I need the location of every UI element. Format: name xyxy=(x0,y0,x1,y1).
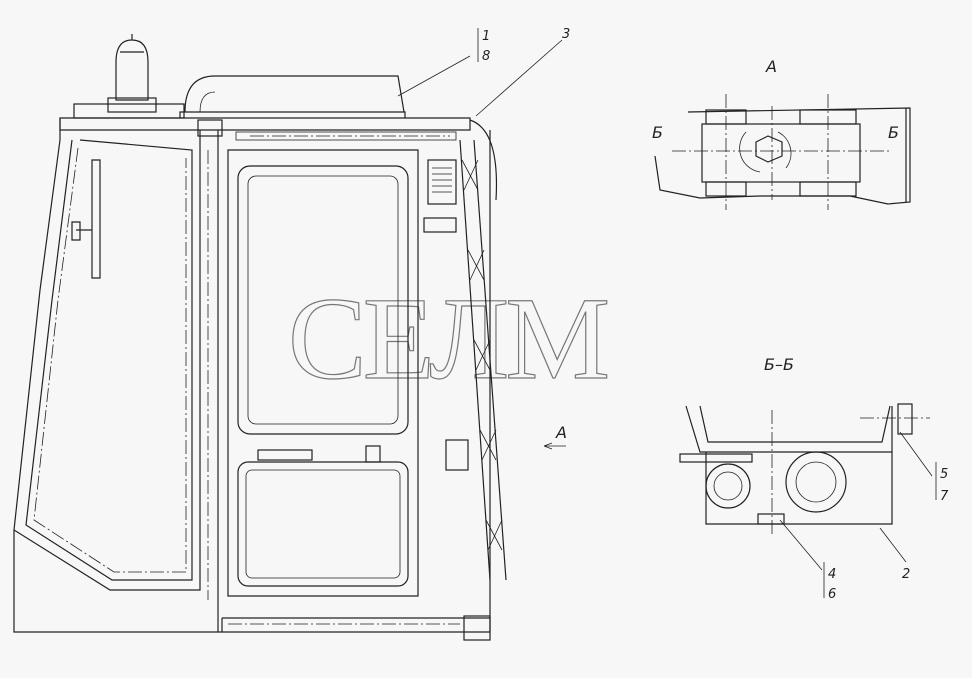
section-title: Б–Б xyxy=(764,355,794,374)
door-frame xyxy=(217,130,491,633)
callout-7: 7 xyxy=(940,489,949,504)
section-mark-right: Б xyxy=(888,123,899,142)
roof-unit xyxy=(184,75,405,113)
view-arrow-label: А xyxy=(555,423,567,442)
hex-bolt-head xyxy=(755,135,783,163)
callout-6: 6 xyxy=(828,587,836,602)
door-lower-window xyxy=(237,461,409,587)
callout-8: 8 xyxy=(482,49,490,64)
vent-grille xyxy=(427,159,457,205)
side-mirror xyxy=(71,159,101,279)
section-mark-left: Б xyxy=(652,123,663,142)
rear-pillar xyxy=(459,139,507,581)
watermark: СЕЛМ xyxy=(288,273,607,404)
callout-5: 5 xyxy=(940,467,948,482)
callouts: 1 8 3 5 7 4 6 2 А xyxy=(397,27,949,602)
callout-1: 1 xyxy=(482,29,490,44)
cab-side-view xyxy=(13,34,507,641)
beacon-lamp xyxy=(115,34,149,101)
callout-3: 3 xyxy=(562,27,570,42)
callout-2: 2 xyxy=(902,567,910,582)
door-latch xyxy=(445,439,469,471)
front-frame xyxy=(13,118,201,591)
callout-4: 4 xyxy=(828,567,836,582)
view-a-title: А xyxy=(765,57,777,76)
section-b-b: Б–Б xyxy=(679,355,930,536)
view-a-detail: А Б Б xyxy=(652,57,911,210)
door-handle xyxy=(257,449,313,461)
door-upper-window xyxy=(237,165,409,435)
nameplate xyxy=(423,217,457,233)
